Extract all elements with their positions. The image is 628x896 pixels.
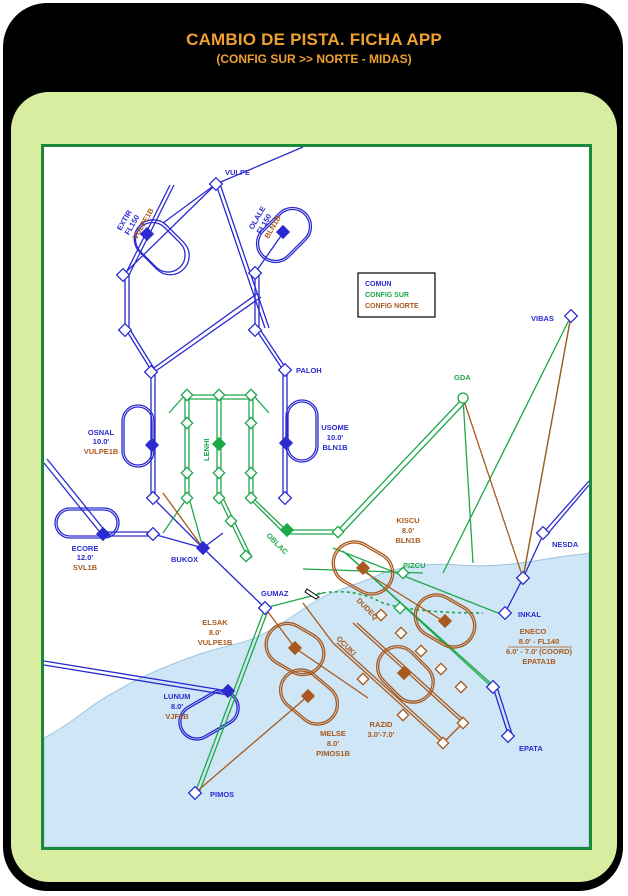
label-gumaz: GUMAZ xyxy=(261,589,289,598)
label-gda: GDA xyxy=(454,373,471,382)
svg-text:OSNAL: OSNAL xyxy=(88,428,115,437)
hold-razid: RAZID 3.0'-7.0' xyxy=(368,720,395,739)
legend-box xyxy=(357,272,436,318)
svg-text:PIMOS1B: PIMOS1B xyxy=(316,749,350,758)
label-vulpe: VULPE xyxy=(225,168,250,177)
svg-text:ENECO: ENECO xyxy=(520,627,547,636)
svg-text:KISCU: KISCU xyxy=(396,516,419,525)
svg-text:USOME: USOME xyxy=(321,423,349,432)
svg-text:BLN1B: BLN1B xyxy=(322,443,348,452)
svg-text:8.0': 8.0' xyxy=(402,526,414,535)
label-paloh: PALOH xyxy=(296,366,322,375)
svg-text:VULPE1B: VULPE1B xyxy=(198,638,233,647)
svg-text:LUNUM: LUNUM xyxy=(163,692,190,701)
config-sur-dotted xyxy=(310,590,484,614)
hold-ecore: ECORE 12.0' SVL1B xyxy=(72,544,99,572)
hold-osnal: OSNAL 10.0' VULPE1B xyxy=(84,428,119,456)
comun-routes xyxy=(44,147,589,735)
svg-text:3.0'-7.0': 3.0'-7.0' xyxy=(368,730,395,739)
airspace-map[interactable]: COMUN CONFIG SUR CONFIG NORTE VULPE PALO… xyxy=(41,144,592,850)
svg-text:10.0': 10.0' xyxy=(327,433,344,442)
page-subtitle: (CONFIG SUR >> NORTE - MIDAS) xyxy=(216,52,412,66)
svg-text:12.0': 12.0' xyxy=(77,553,94,562)
hold-usome: USOME 10.0' BLN1B xyxy=(321,423,349,452)
hold-elsak: ELSAK 8.0' VULPE1B xyxy=(198,618,233,647)
legend-comun: COMUN xyxy=(365,281,391,288)
label-vibas: VIBAS xyxy=(531,314,554,323)
label-epata: EPATA xyxy=(519,744,543,753)
svg-text:ECORE: ECORE xyxy=(72,544,99,553)
hold-kiscu: KISCU 8.0' BLN1B xyxy=(395,516,421,545)
svg-text:8.0': 8.0' xyxy=(209,628,221,637)
label-inkal: INKAL xyxy=(518,610,541,619)
label-lenhi: LENHI xyxy=(202,439,211,462)
map-svg[interactable]: COMUN CONFIG SUR CONFIG NORTE VULPE PALO… xyxy=(44,147,589,847)
hold-olale: OLALE FL150 BLN1B xyxy=(247,204,283,240)
config-norte-holds xyxy=(264,540,477,726)
label-pimos: PIMOS xyxy=(210,790,234,799)
svg-text:8.0': 8.0' xyxy=(171,702,183,711)
point-labels: VULPE PALOH VIBAS GDA NESDA INKAL EPATA … xyxy=(171,168,579,799)
svg-text:6.0' - 7.0' (COORD): 6.0' - 7.0' (COORD) xyxy=(506,647,573,656)
svg-text:8.0': 8.0' xyxy=(327,739,339,748)
svg-text:VULPE1B: VULPE1B xyxy=(84,447,119,456)
svg-text:SVL1B: SVL1B xyxy=(73,563,98,572)
legend-config-norte: CONFIG NORTE xyxy=(365,303,419,310)
hold-melse: MELSE 8.0' PIMOS1B xyxy=(316,729,350,758)
svg-text:MELSE: MELSE xyxy=(320,729,346,738)
svg-text:10.0': 10.0' xyxy=(93,437,110,446)
legend-config-sur: CONFIG SUR xyxy=(365,292,409,299)
svg-text:RAZID: RAZID xyxy=(370,720,393,729)
svg-text:VJF1B: VJF1B xyxy=(165,712,189,721)
airport-icon xyxy=(304,588,320,600)
label-pizcu: PIZCU xyxy=(403,561,426,570)
svg-text:BLN1B: BLN1B xyxy=(395,536,421,545)
label-bukox: BUKOX xyxy=(171,555,198,564)
svg-text:EPATA1B: EPATA1B xyxy=(522,657,556,666)
hold-lunum: LUNUM 8.0' VJF1B xyxy=(163,692,190,721)
page-title: CAMBIO DE PISTA. FICHA APP xyxy=(186,30,442,49)
label-nesda: NESDA xyxy=(552,540,579,549)
gda-vor xyxy=(457,392,469,404)
svg-text:ELSAK: ELSAK xyxy=(202,618,228,627)
comun-holds xyxy=(54,206,319,741)
hold-fixes xyxy=(95,224,453,704)
hold-eneco: ENECO 8.0' - FL140 6.0' - 7.0' (COORD) E… xyxy=(506,627,573,666)
svg-text:8.0' - FL140: 8.0' - FL140 xyxy=(519,637,560,646)
